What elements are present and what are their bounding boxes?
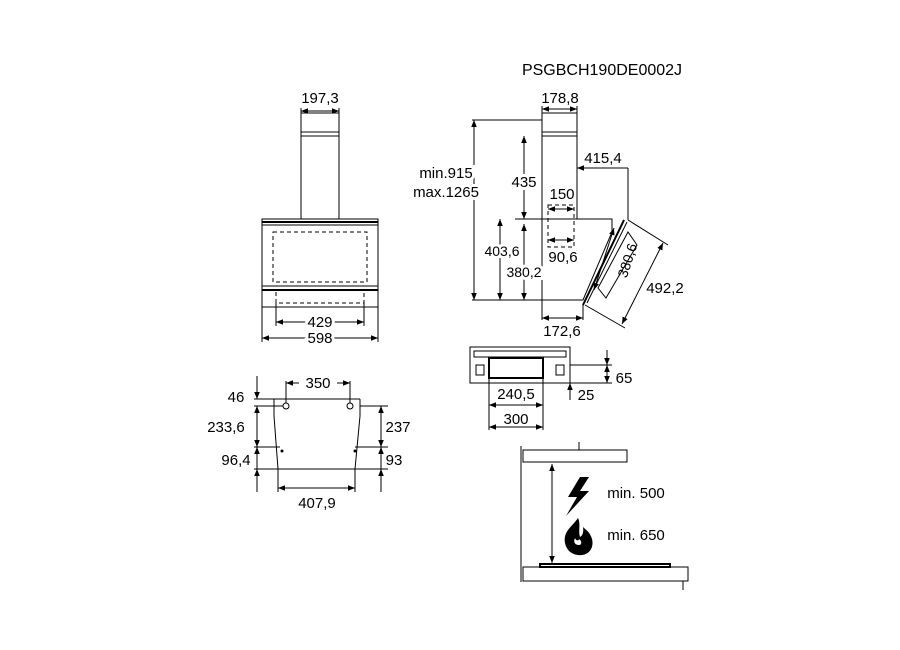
side-chimney-depth-label: 178,8: [541, 90, 579, 107]
side-panel-height-label: 403,6: [484, 243, 519, 259]
side-view: 178,8 min.915 max.1265 435 415,4 150 403…: [410, 90, 684, 340]
wall-lower-right-label: 93: [386, 452, 403, 469]
lightning-icon: [566, 477, 589, 516]
side-chimney: [541, 112, 578, 220]
bracket-offset-label: 25: [578, 387, 595, 404]
gas-clearance-label: min. 650: [607, 527, 665, 544]
clearance-view: min. 500 min. 650: [520, 442, 689, 590]
bracket-outlet-width-label: 240,5: [497, 386, 535, 403]
front-overall-width-label: 598: [307, 330, 332, 347]
mount-hole: [282, 402, 290, 410]
front-chimney-width-label: 197,3: [301, 90, 339, 107]
wall-top-offset-label: 46: [228, 389, 245, 406]
front-view: 197,3 429 598: [261, 90, 379, 350]
hood-bottom-edge: [522, 449, 628, 463]
wall-mount-view: 350 46 233,6 96,4 237 93 407,9: [207, 375, 410, 512]
glass-panel: [272, 231, 368, 283]
side-outlet-offset-label: 90,6: [548, 249, 577, 266]
electric-clearance-label: min. 500: [607, 485, 665, 502]
product-code: PSGBCH190DE0002J: [522, 62, 682, 79]
mount-hole: [346, 402, 354, 410]
side-outlet-width-label: 150: [549, 186, 574, 203]
side-base-depth-label: 172,6: [543, 323, 581, 340]
wall-lower-left-label: 96,4: [221, 452, 250, 469]
cooktop: [522, 566, 689, 582]
bracket-width-label: 300: [503, 411, 528, 428]
side-glass-length-label: 492,2: [646, 280, 684, 297]
hood-canopy: [261, 218, 379, 308]
wall-right-spacing-label: 237: [385, 419, 410, 436]
chimney: [300, 112, 340, 220]
side-glass-depth-label: 380,6: [614, 241, 640, 279]
bracket-height-label: 65: [616, 370, 633, 387]
side-height-min-label: min.915: [419, 165, 472, 182]
wall-hole-spacing-label: 350: [305, 375, 330, 392]
side-top-depth-label: 415,4: [584, 150, 622, 167]
side-body-height-label: 380,2: [506, 264, 541, 280]
wall-bottom-width-label: 407,9: [298, 495, 336, 512]
side-height-max-label: max.1265: [413, 184, 479, 201]
wall-vertical-spacing-label: 233,6: [207, 419, 245, 436]
flame-icon: [564, 518, 593, 556]
side-chimney-height-label: 435: [511, 174, 536, 191]
bracket-view: 65 25 240,5 300: [469, 346, 633, 430]
front-canopy-width-label: 429: [307, 314, 332, 331]
